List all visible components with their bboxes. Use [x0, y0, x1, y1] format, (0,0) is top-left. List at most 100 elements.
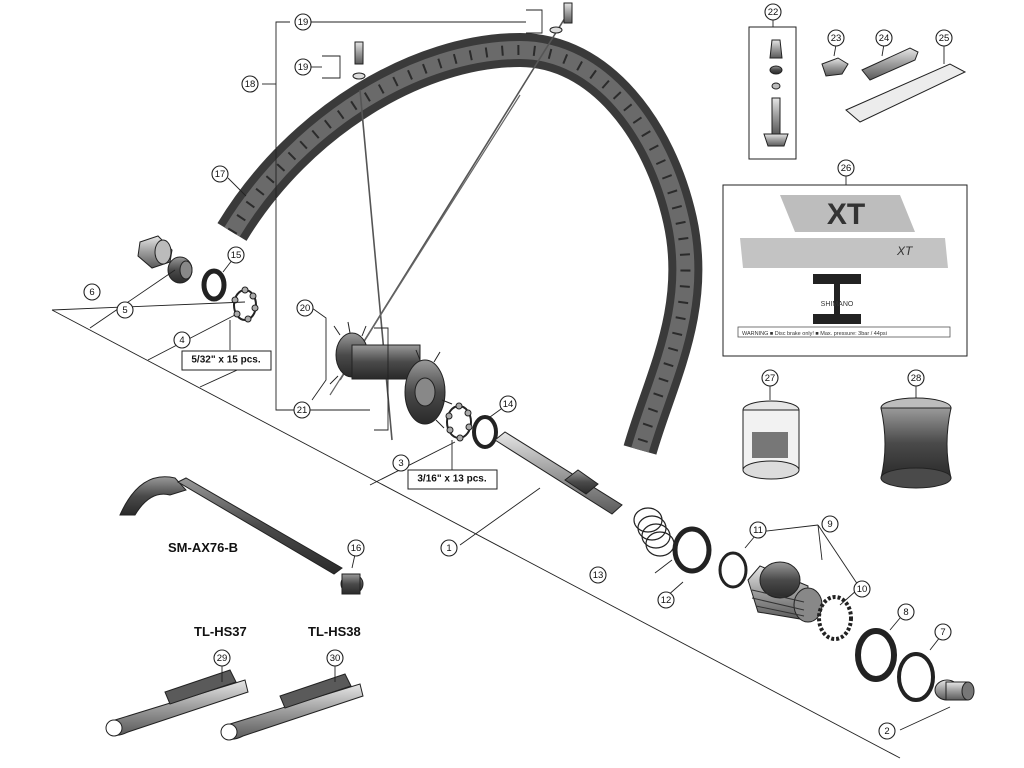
callout-number: 21 — [297, 405, 308, 416]
callout-18: 18 — [241, 75, 259, 93]
hub-wrench-tl-hs37 — [105, 669, 249, 737]
callout-30: 30 — [326, 649, 344, 667]
hub-flange-teeth — [329, 321, 453, 429]
callout-number: 9 — [827, 519, 832, 530]
callout-28: 28 — [907, 369, 925, 387]
ball-bearings-3 — [445, 402, 473, 442]
qty-box-large-balls: 3/16" x 13 pcs. — [407, 469, 498, 490]
spoke-nipple-mid — [352, 41, 366, 80]
callout-number: 11 — [753, 525, 763, 536]
callout-number: 22 — [768, 7, 779, 18]
callout-19-secondary: 19 — [294, 58, 312, 76]
seal-14 — [472, 415, 498, 449]
callout-number: 25 — [939, 33, 950, 44]
ratchet-ring-10 — [817, 595, 853, 641]
ball-bearings-4 — [231, 286, 259, 323]
key-24 — [861, 47, 919, 81]
callout-23: 23 — [827, 29, 845, 47]
spring-13 — [633, 507, 675, 557]
callout-number: 19 — [298, 17, 309, 28]
callout-25: 25 — [935, 29, 953, 47]
callout-number: 18 — [245, 79, 256, 90]
hub-wrench-tl-hs38 — [220, 673, 364, 741]
cone-5 — [167, 256, 193, 284]
valve-kit-box — [748, 26, 797, 160]
callout-7: 7 — [934, 623, 952, 641]
leader-lines — [51, 9, 951, 759]
callout-29: 29 — [213, 649, 231, 667]
callout-number: 28 — [911, 373, 922, 384]
callout-number: 23 — [831, 33, 842, 44]
decal-shimano: SHIMANO — [821, 301, 854, 308]
callout-number: 2 — [884, 726, 889, 737]
spoke-nipple-top — [549, 2, 573, 34]
callout-22: 22 — [764, 3, 782, 21]
end-cap-2 — [934, 679, 975, 701]
callout-8: 8 — [897, 603, 915, 621]
callout-27: 27 — [761, 369, 779, 387]
callout-24: 24 — [875, 29, 893, 47]
qty-small-balls-text: 5/32" x 15 pcs. — [191, 355, 260, 366]
tool-23 — [821, 57, 849, 77]
callout-26: 26 — [837, 159, 855, 177]
callout-11: 11 — [749, 521, 767, 539]
through-axle — [119, 476, 364, 595]
callout-number: 17 — [215, 169, 226, 180]
callout-number: 16 — [351, 543, 362, 554]
seal-15 — [201, 268, 227, 302]
callout-12: 12 — [657, 591, 675, 609]
grease-jar — [742, 400, 800, 480]
callout-number: 27 — [765, 373, 776, 384]
callout-20: 20 — [296, 299, 314, 317]
callout-19: 19 — [294, 13, 312, 31]
callout-14: 14 — [499, 395, 517, 413]
callout-number: 12 — [661, 595, 672, 606]
washer-8 — [855, 628, 897, 682]
bearing-race-6 — [137, 235, 173, 269]
spacer-28 — [880, 397, 952, 489]
callout-5: 5 — [116, 301, 134, 319]
washer-7 — [897, 652, 935, 702]
callout-3: 3 — [392, 454, 410, 472]
tool-b-label: TL-HS38 — [308, 624, 361, 639]
decal-logo: XT — [827, 198, 865, 231]
hub-body — [335, 332, 446, 425]
seal-11 — [718, 551, 748, 589]
callout-number: 20 — [300, 303, 311, 314]
callout-2: 2 — [878, 722, 896, 740]
hub-axle — [494, 431, 623, 515]
rim — [217, 32, 703, 455]
callout-number: 3 — [398, 458, 403, 469]
decal-warning: WARNING ■ Disc brake only! ■ Max. pressu… — [742, 331, 887, 337]
callout-number: 19 — [298, 62, 309, 73]
decal-sheet: XT XT SHIMANO WARNING ■ Disc brake only!… — [722, 184, 968, 357]
callout-number: 14 — [503, 399, 514, 410]
qty-large-balls-text: 3/16" x 13 pcs. — [417, 474, 486, 485]
callout-1: 1 — [440, 539, 458, 557]
callout-number: 5 — [122, 305, 127, 316]
callout-number: 8 — [903, 607, 908, 618]
callout-17: 17 — [211, 165, 229, 183]
callout-number: 4 — [179, 335, 184, 346]
callout-13: 13 — [589, 566, 607, 584]
callout-number: 15 — [231, 250, 242, 261]
callout-number: 30 — [330, 653, 341, 664]
callout-number: 29 — [217, 653, 228, 664]
callout-number: 13 — [593, 570, 604, 581]
callout-number: 10 — [857, 584, 868, 595]
callout-21: 21 — [293, 401, 311, 419]
callout-10: 10 — [853, 580, 871, 598]
callout-16: 16 — [347, 539, 365, 557]
callout-6: 6 — [83, 283, 101, 301]
callout-number: 24 — [879, 33, 890, 44]
axle-model-label: SM-AX76-B — [168, 540, 238, 555]
callout-9: 9 — [821, 515, 839, 533]
callout-number: 26 — [841, 163, 852, 174]
qty-box-small-balls: 5/32" x 15 pcs. — [181, 350, 272, 371]
callout-4: 4 — [173, 331, 191, 349]
decal-stripe-logo: XT — [896, 244, 914, 258]
callout-number: 1 — [446, 543, 451, 554]
callout-15: 15 — [227, 246, 245, 264]
